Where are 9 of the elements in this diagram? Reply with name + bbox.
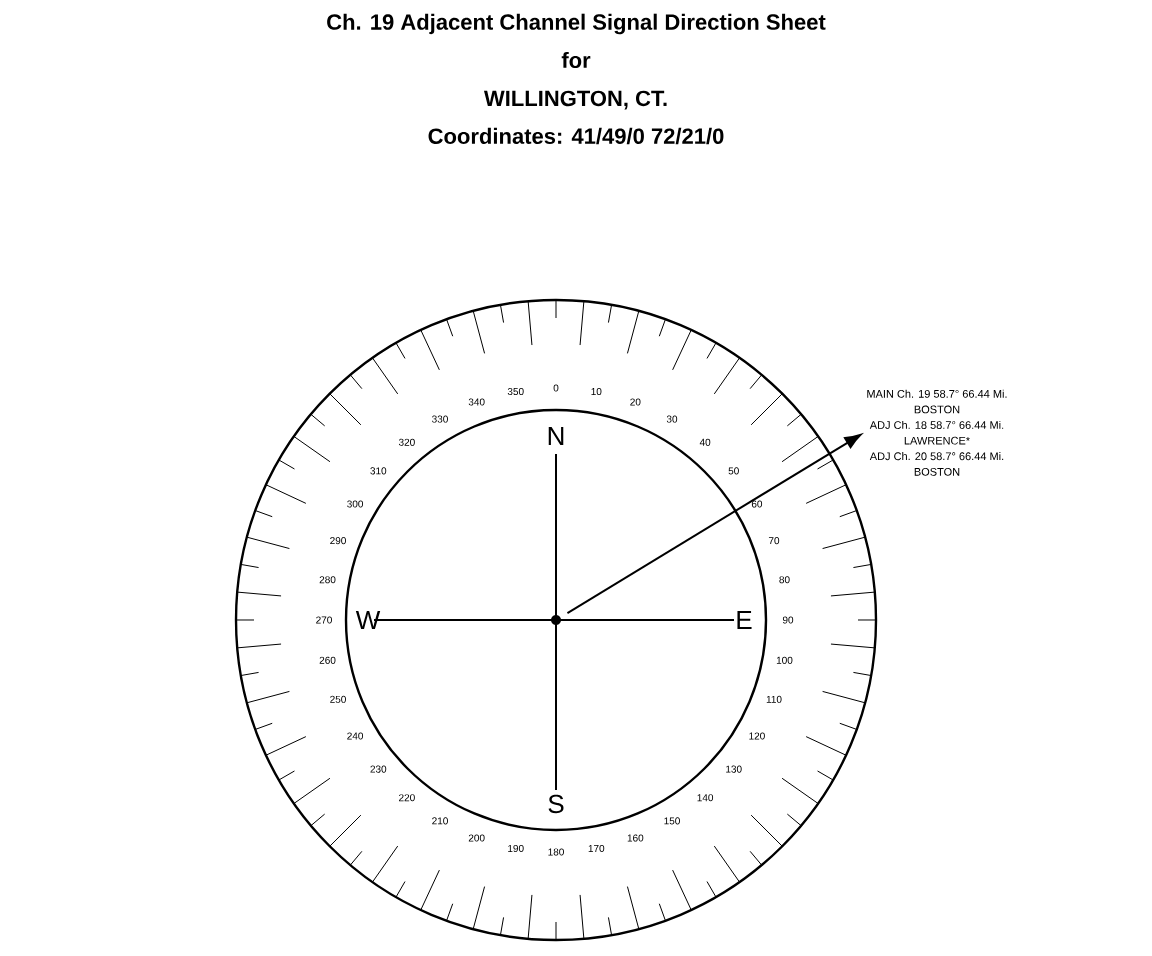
cardinal-letter: E <box>737 611 752 629</box>
cardinal-letter: N <box>548 427 564 445</box>
heading-text: for <box>561 51 591 69</box>
heading-text: WILLINGTON, CT. <box>483 90 667 110</box>
cardinal-letter: W <box>355 611 381 629</box>
heading-text: Coordinates: 41/49/0 72/21/0 <box>428 127 724 145</box>
cardinal-letter: S <box>548 794 564 814</box>
title: Ch. 19 Adjacent Channel Signal Direction Sheet <box>327 13 826 35</box>
arrow <box>566 434 862 615</box>
